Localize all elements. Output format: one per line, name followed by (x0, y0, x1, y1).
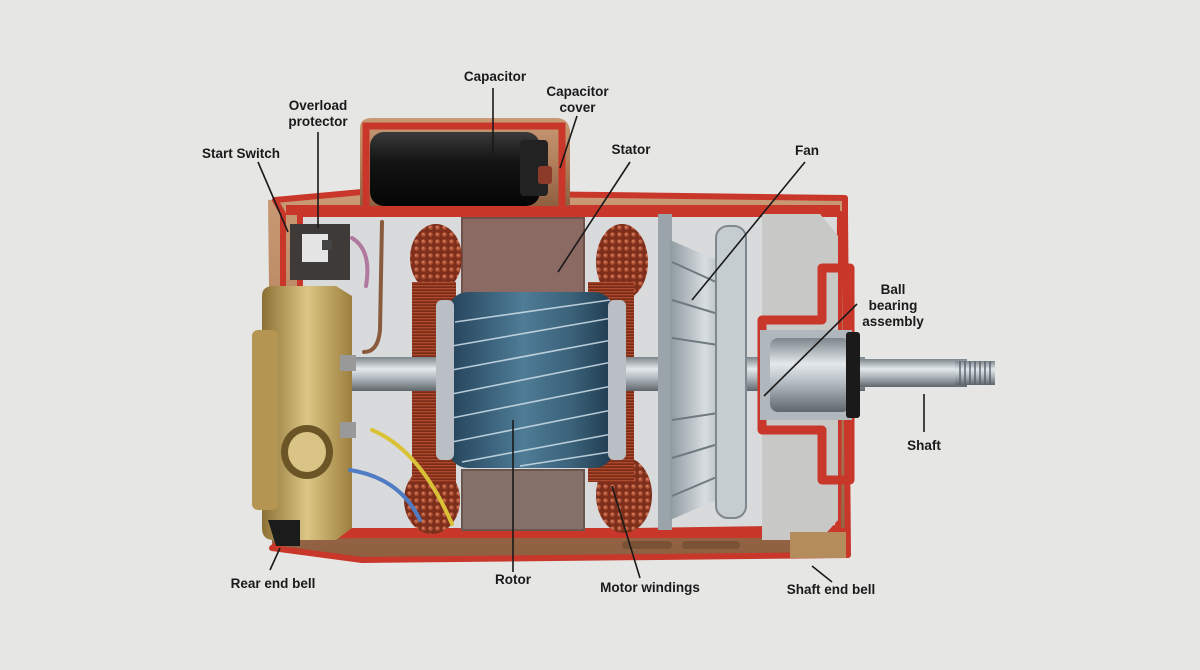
start-switch-shape (290, 224, 350, 280)
label-start-switch-text: Start Switch (201, 146, 280, 161)
rotor-shape (436, 292, 626, 468)
label-capacitor: Capacitor (440, 69, 550, 85)
label-overload-line2: protector (288, 114, 348, 129)
label-stator-text: Stator (611, 142, 651, 157)
fan-shape (658, 214, 747, 530)
label-shaft: Shaft (894, 438, 954, 454)
capacitor-shape (370, 132, 552, 206)
label-ball-line2: bearing (868, 298, 918, 313)
label-capacitor-cover: Capacitor cover (525, 84, 630, 116)
label-rear-end-bell-text: Rear end bell (230, 576, 316, 591)
leader-lines (257, 88, 925, 583)
label-overload-protector: Overload protector (268, 98, 368, 130)
label-shaft-text: Shaft (907, 438, 941, 453)
label-shaft-end-bell-text: Shaft end bell (786, 582, 876, 597)
label-fan: Fan (782, 143, 832, 159)
label-capacitor-cover-line2: cover (559, 100, 596, 115)
label-shaft-end-bell: Shaft end bell (776, 582, 886, 598)
rear-end-bell-shape (252, 286, 356, 546)
internal-wiring (348, 220, 454, 526)
label-rotor: Rotor (480, 572, 546, 588)
label-ball-bearing-assembly: Ball bearing assembly (848, 282, 938, 330)
label-capacitor-text: Capacitor (463, 69, 527, 84)
shaft-end-bell-shape (757, 214, 860, 558)
label-fan-text: Fan (794, 143, 819, 158)
label-stator: Stator (596, 142, 666, 158)
label-rear-end-bell: Rear end bell (218, 576, 328, 592)
label-motor-windings-text: Motor windings (600, 580, 700, 595)
label-overload-line1: Overload (288, 98, 348, 113)
label-motor-windings: Motor windings (590, 580, 710, 596)
stator-core-shape (461, 217, 585, 531)
label-ball-line3: assembly (862, 314, 924, 329)
label-rotor-text: Rotor (495, 572, 531, 587)
label-ball-line1: Ball (880, 282, 906, 297)
label-capacitor-cover-line1: Capacitor (546, 84, 609, 99)
label-start-switch: Start Switch (186, 146, 296, 162)
